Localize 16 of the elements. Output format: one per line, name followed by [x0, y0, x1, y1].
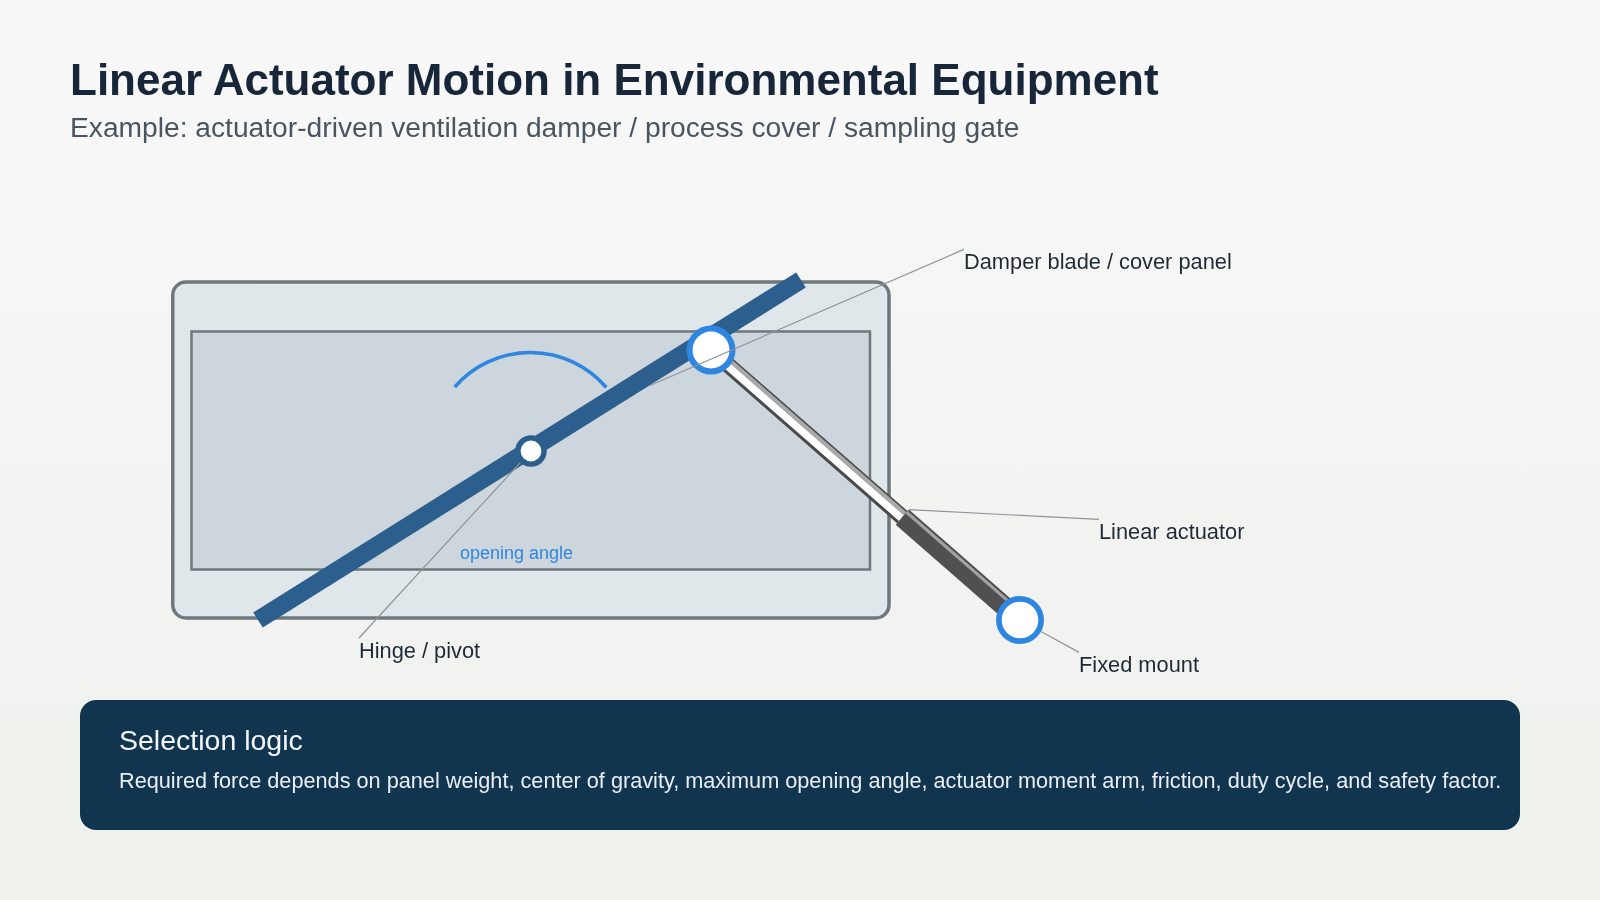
leader-line — [649, 248, 965, 387]
linear-actuator — [722, 358, 1011, 614]
angle-label: opening angle — [460, 543, 574, 565]
page-title: Linear Actuator Motion in Environmental Equipment — [70, 54, 1159, 106]
leader-line — [358, 462, 521, 639]
subtitle-text: Example: actuator-driven ventilation damper / process cover / sampling gate — [70, 111, 1020, 145]
panel-heading: Selection logic — [119, 723, 303, 758]
info-panel — [80, 700, 1520, 830]
mount-ring — [996, 596, 1044, 644]
part-label: Hinge / pivot — [359, 638, 481, 665]
panel-text: Required force depends on panel weight, center of gravity, maximum opening angle, actuator moment arm, friction, duty cycle, and safety factor. — [119, 768, 1502, 795]
part-label: Fixed mount — [1079, 652, 1199, 679]
leader-line — [908, 509, 1100, 520]
part-label: Linear actuator — [1099, 519, 1245, 546]
leader-line — [1040, 630, 1080, 653]
part-label: Damper blade / cover panel — [964, 249, 1232, 276]
